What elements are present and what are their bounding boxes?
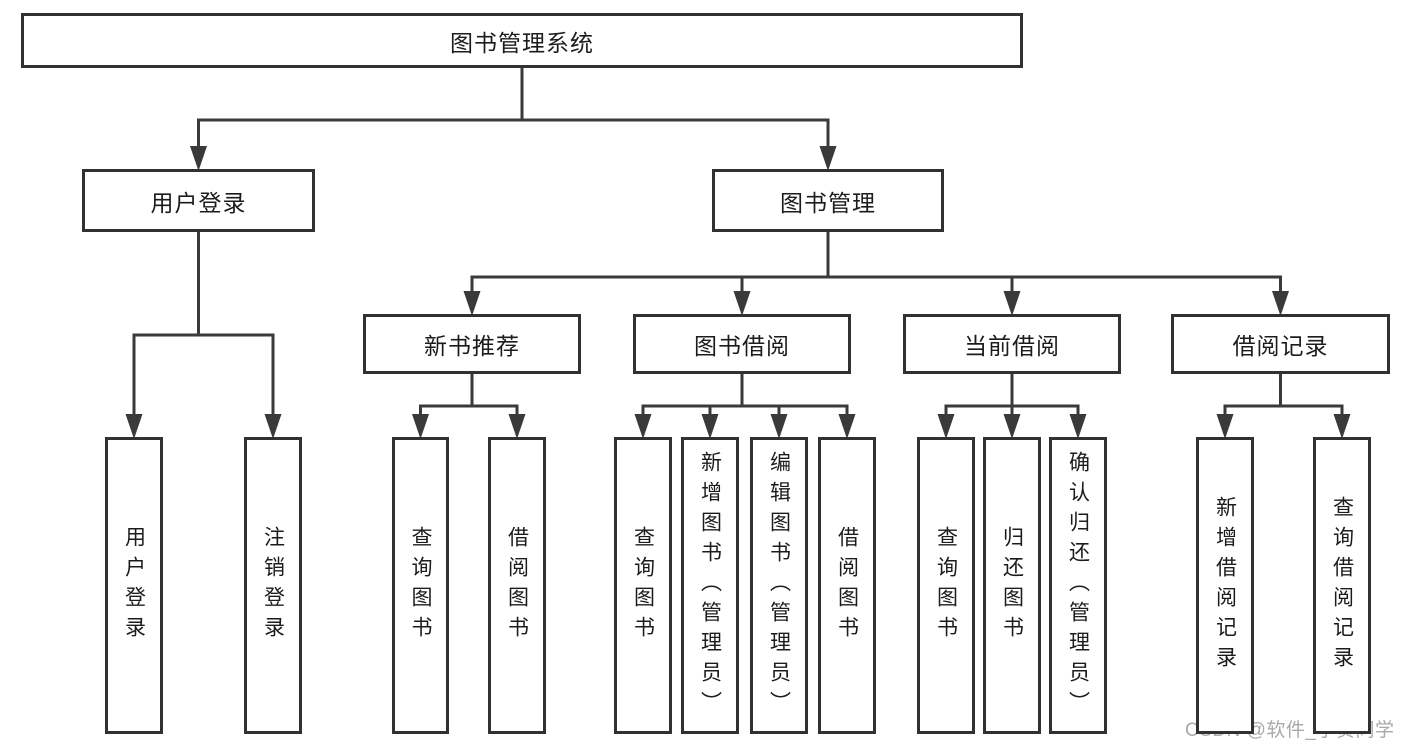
node-label-bor-borrow-book: 借阅图书 [835, 525, 859, 646]
node-new-book-recommend: 新书推荐 [363, 314, 581, 374]
node-label-book-borrowing: 图书借阅 [694, 333, 790, 359]
node-rec-query-book: 查询图书 [392, 437, 449, 734]
node-label-user-login: 用户登录 [150, 189, 247, 216]
node-rec-borrow-book: 借阅图书 [488, 437, 546, 734]
node-label-cur-confirm-return: 确认归还（管理员） [1066, 450, 1090, 721]
arrowhead [838, 414, 856, 439]
node-recd-query-record: 查询借阅记录 [1313, 437, 1371, 734]
node-label-root: 图书管理系统 [450, 29, 594, 56]
arrowhead [508, 414, 526, 439]
arrowhead [1333, 414, 1351, 439]
arrowhead [125, 414, 143, 439]
node-bor-query-book: 查询图书 [614, 437, 672, 734]
node-root: 图书管理系统 [21, 13, 1023, 68]
node-label-recd-query-record: 查询借阅记录 [1330, 495, 1354, 676]
node-bor-borrow-book: 借阅图书 [818, 437, 876, 734]
arrowhead [937, 414, 955, 439]
arrowhead [190, 146, 207, 171]
node-label-current-borrowing: 当前借阅 [964, 333, 1060, 359]
node-bor-edit-book: 编辑图书（管理员） [750, 437, 808, 734]
arrowhead [463, 291, 481, 316]
arrowhead [819, 146, 837, 171]
node-label-login-user-login: 用户登录 [122, 525, 146, 646]
arrowhead [264, 414, 282, 439]
node-book-management: 图书管理 [712, 169, 944, 232]
arrowhead [1003, 414, 1021, 439]
node-login-logout: 注销登录 [244, 437, 302, 734]
arrowhead [1272, 291, 1289, 316]
arrowhead [770, 414, 788, 439]
node-label-login-logout: 注销登录 [261, 525, 285, 646]
node-label-book-management: 图书管理 [780, 189, 876, 216]
node-user-login: 用户登录 [82, 169, 315, 232]
arrowhead [1003, 291, 1021, 316]
node-label-bor-add-book: 新增图书（管理员） [698, 450, 722, 721]
node-label-cur-return-book: 归还图书 [1000, 525, 1024, 646]
arrowhead [1069, 414, 1087, 439]
node-cur-query-book: 查询图书 [917, 437, 975, 734]
node-label-rec-borrow-book: 借阅图书 [505, 525, 529, 646]
node-login-user-login: 用户登录 [105, 437, 163, 734]
node-label-new-book-recommend: 新书推荐 [424, 333, 520, 359]
arrowhead [1216, 414, 1234, 439]
node-label-cur-query-book: 查询图书 [934, 525, 958, 646]
node-label-bor-edit-book: 编辑图书（管理员） [767, 450, 791, 721]
arrowhead [733, 291, 751, 316]
node-label-borrowing-records: 借阅记录 [1232, 333, 1329, 359]
node-label-rec-query-book: 查询图书 [409, 525, 432, 646]
node-bor-add-book: 新增图书（管理员） [681, 437, 739, 734]
node-borrowing-records: 借阅记录 [1171, 314, 1390, 374]
node-cur-return-book: 归还图书 [983, 437, 1041, 734]
node-label-recd-add-record: 新增借阅记录 [1213, 495, 1237, 676]
arrowhead [701, 414, 719, 439]
arrowhead [412, 414, 429, 439]
node-recd-add-record: 新增借阅记录 [1196, 437, 1254, 734]
node-current-borrowing: 当前借阅 [903, 314, 1121, 374]
arrowhead [634, 414, 652, 439]
node-label-bor-query-book: 查询图书 [631, 525, 655, 646]
node-book-borrowing: 图书借阅 [633, 314, 851, 374]
node-cur-confirm-return: 确认归还（管理员） [1049, 437, 1107, 734]
